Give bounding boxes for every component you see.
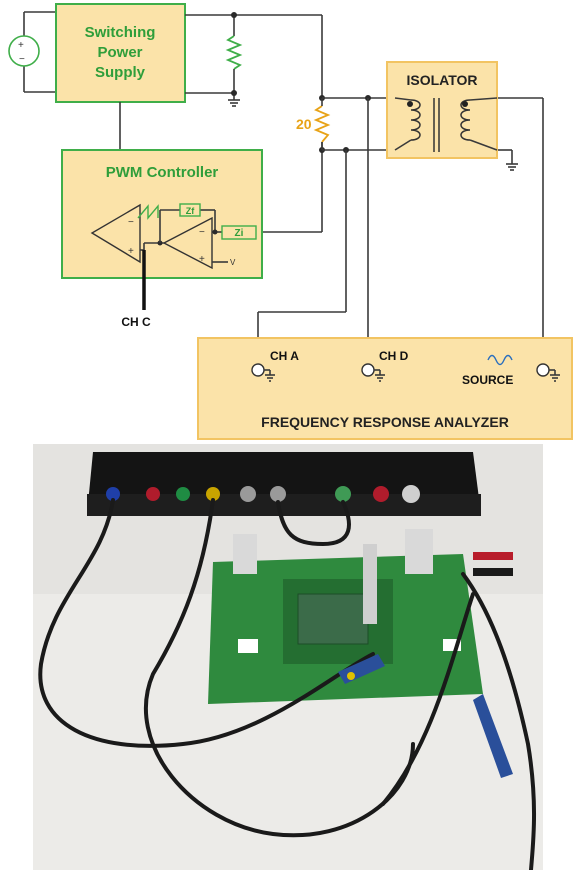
analyzer-instrument <box>87 452 481 516</box>
ground-icon <box>549 369 560 382</box>
probe-cables <box>38 498 536 870</box>
vref-label: V <box>230 258 236 267</box>
zf-label: Zf <box>186 206 195 216</box>
ch-a-label: CH A <box>270 349 299 363</box>
ch-c-label: CH C <box>121 315 151 329</box>
svg-text:−: − <box>199 227 205 238</box>
sawtooth-icon <box>137 204 159 220</box>
circuit-board <box>208 529 483 704</box>
comparator-icon: − + <box>90 203 141 264</box>
isolator-label: ISOLATOR <box>406 72 477 88</box>
isolator-block: ISOLATOR <box>386 61 498 159</box>
ch-d-connector <box>361 363 375 377</box>
bench-setup-photo <box>33 444 543 870</box>
zi-label: Zi <box>235 228 244 239</box>
error-amplifier-icon: − + <box>162 216 213 270</box>
svg-text:+: + <box>199 254 205 265</box>
circuit-diagram: + − Switching Power Supply 20 <box>8 3 573 440</box>
svg-text:−: − <box>19 54 25 65</box>
load-network <box>185 12 323 107</box>
pwm-controller-block: PWM Controller − + − + Zf Zi V <box>61 149 263 279</box>
svg-text:+: + <box>128 246 134 257</box>
source-label: SOURCE <box>462 373 513 387</box>
analyzer-label: FREQUENCY RESPONSE ANALYZER <box>261 414 509 430</box>
ch-d-label: CH D <box>379 349 409 363</box>
injection-resistor: 20 <box>296 95 331 232</box>
probe-handles <box>338 552 513 778</box>
transformer-icon <box>394 97 498 152</box>
sine-wave-icon <box>487 354 513 366</box>
load-resistor <box>225 35 243 70</box>
source-connector <box>536 363 550 377</box>
ground-icon <box>228 99 240 107</box>
svg-text:−: − <box>128 217 134 228</box>
injection-resistor-value: 20 <box>296 116 312 132</box>
ch-a-connector <box>251 363 265 377</box>
zi-box <box>221 225 257 240</box>
ground-icon <box>506 163 518 171</box>
zf-box <box>179 203 201 217</box>
power-supply-block: Switching Power Supply <box>55 3 186 103</box>
power-supply-label-1: Switching <box>85 24 156 41</box>
power-supply-label-3: Supply <box>95 64 146 81</box>
pwm-controller-label: PWM Controller <box>106 164 219 181</box>
voltage-source: + − <box>8 11 56 93</box>
isolator-wiring <box>257 95 544 370</box>
analyzer-block: FREQUENCY RESPONSE ANALYZER CH A CH D SO… <box>197 337 573 440</box>
ground-icon <box>374 369 385 382</box>
ground-icon <box>264 369 275 382</box>
power-supply-label-2: Power <box>97 44 142 61</box>
svg-text:+: + <box>18 40 24 51</box>
